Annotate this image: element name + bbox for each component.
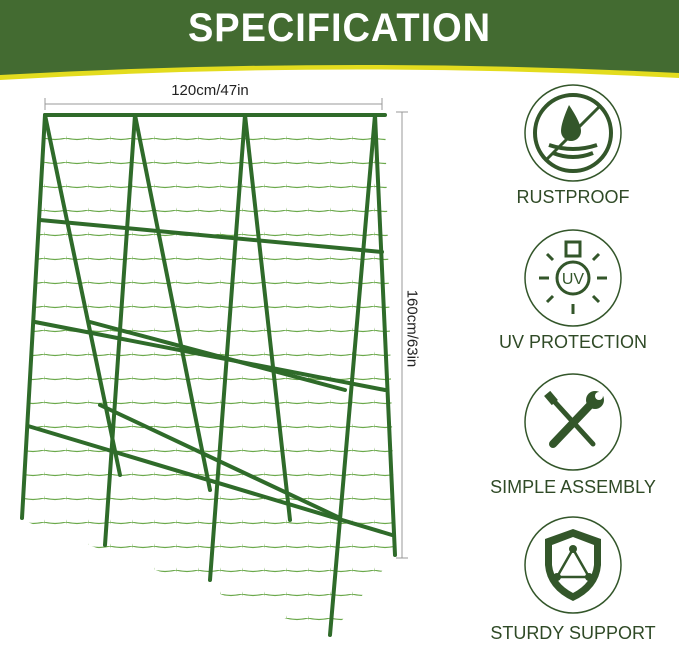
width-dimension-label: 120cm/47in (171, 82, 249, 99)
page-title: SPECIFICATION (188, 6, 491, 50)
feature-label-rustproof: RUSTPROOF (516, 187, 630, 207)
feature-label-uv: UV PROTECTION (498, 332, 647, 352)
trellis-frame (20, 113, 397, 637)
feature-label-assembly: SIMPLE ASSEMBLY (490, 477, 656, 497)
shield-triangle-icon (524, 516, 622, 614)
uv-sun-icon: UV (524, 229, 622, 327)
header-banner (0, 0, 679, 80)
dimension-lines (44, 98, 408, 559)
netting (22, 115, 395, 635)
rustproof-droplet-icon (524, 84, 622, 182)
feature-label-sturdy: STURDY SUPPORT (490, 623, 656, 643)
wrench-screwdriver-icon (524, 373, 622, 471)
svg-text:UV: UV (562, 271, 585, 288)
trellis-image (20, 98, 408, 637)
